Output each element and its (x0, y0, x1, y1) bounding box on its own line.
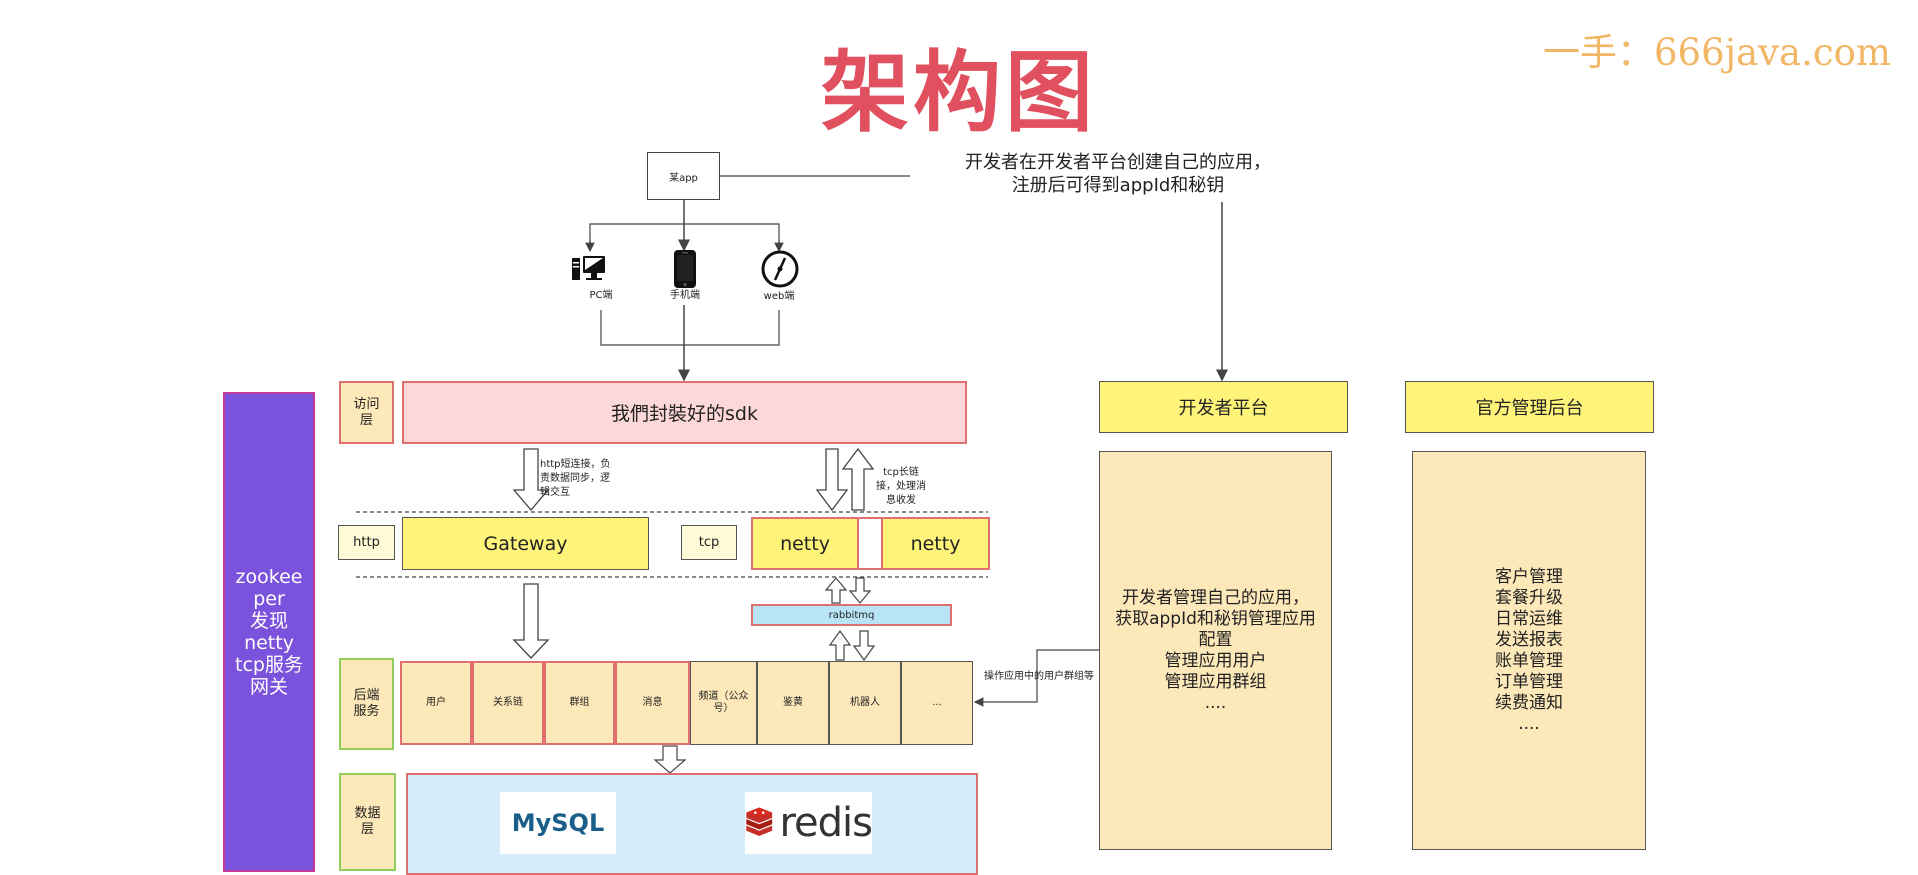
service-porn-detection: 鉴黄 (757, 661, 829, 745)
sdk-to-gateway-arrow (512, 448, 550, 512)
netty-gap (859, 517, 881, 570)
rabbitmq-to-netty-arrow (824, 577, 848, 604)
compass-icon (761, 250, 799, 288)
service-user: 用户 (400, 661, 472, 745)
developer-note: 开发者在开发者平台创建自己的应用， 注册后可得到appId和秘钥 (965, 152, 1271, 196)
netty-to-sdk-arrow (841, 447, 875, 511)
backend-layer-label: 后端 服务 (339, 658, 394, 750)
official-admin-panel: 客户管理 套餐升级 日常运维 发送报表 账单管理 订单管理 续费通知 .... (1412, 451, 1646, 850)
app-branch-line (589, 223, 780, 250)
backend-to-data-arrow (653, 745, 687, 774)
sdk-to-netty-arrow (815, 448, 849, 512)
client-label-mobile: 手机端 (670, 290, 700, 301)
gateway-box: Gateway (402, 517, 649, 570)
developer-platform-panel: 开发者管理自己的应用， 获取appId和秘钥管理应用 配置 管理应用用户 管理应… (1099, 451, 1332, 850)
data-layer-label: 数据 层 (339, 773, 396, 871)
redis-logo-text: redis (779, 800, 873, 846)
desktop-icon (572, 254, 610, 284)
app-box: 某app (647, 152, 720, 200)
client-label-web: web端 (763, 291, 795, 302)
access-layer-label: 访问 层 (339, 381, 394, 444)
clients-merge-line (600, 310, 780, 346)
service-message: 消息 (615, 661, 690, 745)
netty-to-rabbitmq-arrow (848, 577, 872, 604)
page-title: 架构图 (820, 40, 1097, 144)
zookeeper-discovery-bar: zookee per 发现 netty tcp服务 网关 (223, 392, 315, 872)
sdk-box: 我們封裝好的sdk (402, 381, 967, 444)
mysql-logo-text: MySQL (511, 809, 605, 837)
client-label-pc: PC端 (589, 290, 613, 301)
tcp-annotation: tcp长链 接，处理消 息收发 (876, 467, 926, 506)
redis-logo: redis (745, 792, 873, 854)
platform-to-backend-arrow (973, 649, 1099, 707)
ops-annotation: 操作应用中的用户群组等 (984, 671, 1094, 682)
rabbitmq-box: rabbitmq (751, 604, 952, 626)
http-label: http (338, 525, 395, 560)
mysql-logo: MySQL (500, 792, 616, 854)
official-admin-header: 官方管理后台 (1405, 381, 1654, 433)
gateway-to-backend-arrow (512, 583, 550, 659)
netty-box: netty (881, 517, 990, 570)
redis-cube-icon (746, 807, 773, 836)
backend-to-rabbitmq-arrow (828, 629, 852, 661)
mobile-phone-icon (673, 250, 697, 288)
developer-platform-header: 开发者平台 (1099, 381, 1348, 433)
service-channel: 频道（公众 号） (690, 661, 757, 745)
service-group: 群组 (544, 661, 615, 745)
netty-box: netty (751, 517, 859, 570)
service-more: ... (901, 661, 973, 745)
data-layer-box (406, 773, 978, 875)
service-robot: 机器人 (829, 661, 901, 745)
service-relationship: 关系链 (472, 661, 544, 745)
http-annotation: http短连接，负 责数据同步，逻 辑交互 (540, 459, 611, 498)
watermark-text: 一手：666java.com (1543, 31, 1891, 74)
tcp-label: tcp (681, 525, 737, 560)
rabbitmq-to-backend-arrow (852, 630, 876, 662)
